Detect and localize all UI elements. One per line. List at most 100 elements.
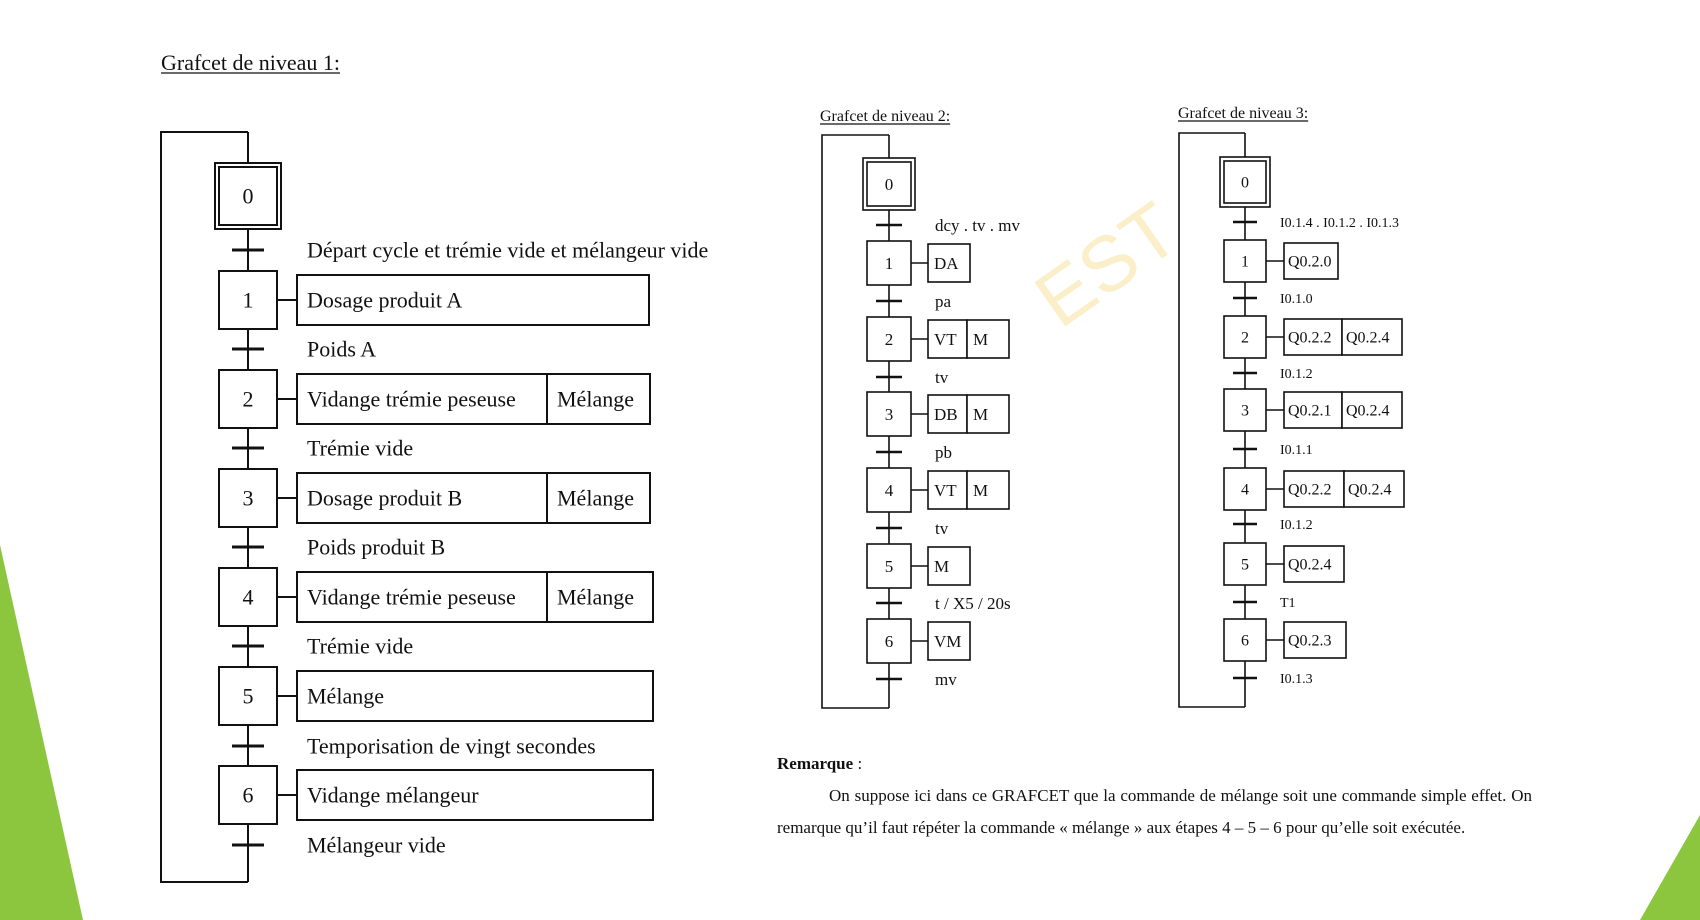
remark-text: On suppose ici dans ce GRAFCET que la co…	[777, 786, 1532, 837]
l1-step-number: 4	[243, 585, 254, 610]
l3-step-number: 1	[1241, 254, 1249, 271]
l2-action-box	[966, 319, 1010, 359]
l1-action-label: Mélange	[557, 387, 634, 412]
l2-action-label: VT	[934, 481, 957, 500]
l1-action-label: Mélange	[307, 684, 384, 709]
l2-action-box	[966, 470, 1010, 510]
l1-action-label: Mélange	[557, 585, 634, 610]
l3-step-number: 6	[1241, 633, 1249, 650]
l2-step-number: 0	[885, 175, 894, 194]
l2-action-box	[927, 243, 971, 283]
l2-action-label: M	[973, 405, 988, 424]
l3-action-label: Q0.2.2	[1288, 482, 1332, 499]
l1-transition-label: Trémie vide	[307, 436, 413, 461]
green-corner-left	[0, 545, 83, 920]
l2-transition-label: pb	[935, 443, 952, 462]
l3-step-number: 3	[1241, 403, 1249, 420]
green-corner-right	[1640, 815, 1700, 920]
l1-transition-label: Temporisation de vingt secondes	[307, 734, 596, 759]
l3-action-box	[1341, 391, 1403, 429]
l2-step-box	[866, 467, 912, 513]
l1-step-number: 1	[243, 288, 254, 313]
l1-step-box	[218, 270, 278, 330]
l3-transition-label: T1	[1280, 596, 1296, 611]
l3-step-number: 0	[1241, 175, 1249, 192]
l1-action-label: Vidange mélangeur	[307, 783, 479, 808]
l3-step-number: 4	[1241, 482, 1249, 499]
l1-action-label: Dosage produit A	[307, 288, 462, 313]
l2-step-number: 6	[885, 632, 894, 651]
l1-action-label: Dosage produit B	[307, 486, 462, 511]
l2-step-box	[866, 543, 912, 589]
l3-transition-label: I0.1.2	[1280, 367, 1313, 382]
l3-title: Grafcet de niveau 3:	[1178, 105, 1308, 122]
l2-step-number: 3	[885, 405, 894, 424]
l1-step-number: 3	[243, 486, 254, 511]
l1-step-number: 0	[243, 184, 254, 209]
l1-action-box	[296, 274, 650, 326]
l2-step-number: 2	[885, 330, 894, 349]
l2-transition-label: t / X5 / 20s	[935, 594, 1011, 613]
l1-action-box	[546, 571, 654, 623]
l2-transition-label: tv	[935, 519, 949, 538]
l3-transition-label: I0.1.0	[1280, 292, 1313, 307]
l2-action-label: DA	[934, 254, 959, 273]
l1-action-box	[296, 769, 654, 821]
l3-action-label: Q0.2.0	[1288, 254, 1332, 271]
l1-title: Grafcet de niveau 1:	[161, 50, 340, 75]
l3-action-box	[1283, 318, 1343, 356]
l1-action-label: Vidange trémie peseuse	[307, 585, 516, 610]
l3-action-label: Q0.2.3	[1288, 633, 1332, 650]
l3-action-box	[1283, 391, 1343, 429]
watermark: EST	[1019, 185, 1194, 344]
l3-transition-label: I0.1.4 . I0.1.2 . I0.1.3	[1280, 216, 1399, 231]
l3-action-label: Q0.2.4	[1288, 557, 1332, 574]
l2-action-box	[966, 394, 1010, 434]
l3-return-loop	[1178, 132, 1245, 708]
l1-action-label: Vidange trémie peseuse	[307, 387, 516, 412]
l2-step-box	[866, 161, 912, 207]
l1-action-label: Mélange	[557, 486, 634, 511]
l3-transition-label: I0.1.1	[1280, 443, 1313, 458]
l3-action-label: Q0.2.4	[1346, 403, 1390, 420]
l3-step-box	[1223, 467, 1267, 511]
l1-transition-label: Poids A	[307, 337, 376, 362]
l2-action-box	[927, 546, 971, 586]
remark-title: Remarque	[777, 754, 854, 773]
l3-step-box	[1223, 618, 1267, 662]
l2-step-box	[866, 240, 912, 286]
l3-action-box	[1283, 545, 1345, 583]
l2-action-box	[927, 394, 968, 434]
l3-action-box	[1341, 318, 1403, 356]
l3-action-box	[1343, 470, 1405, 508]
l3-transition-label: I0.1.2	[1280, 518, 1313, 533]
l2-transition-label: pa	[935, 292, 952, 311]
l2-action-label: VM	[934, 632, 961, 651]
l2-transition-label: tv	[935, 368, 949, 387]
l3-step-box	[1223, 388, 1267, 432]
l3-action-box	[1283, 242, 1339, 280]
l2-transition-label: dcy . tv . mv	[935, 216, 1020, 235]
l2-title: Grafcet de niveau 2:	[820, 108, 950, 125]
l2-action-box	[927, 621, 971, 661]
l1-step-number: 6	[243, 783, 254, 808]
l3-step-box	[1223, 542, 1267, 586]
l3-step-box	[1223, 160, 1267, 204]
l2-action-label: VT	[934, 330, 957, 349]
l2-action-label: M	[934, 557, 949, 576]
l3-action-label: Q0.2.4	[1346, 330, 1390, 347]
l3-action-label: Q0.2.2	[1288, 330, 1332, 347]
l2-step-number: 4	[885, 481, 894, 500]
remark-title-suffix: :	[853, 754, 863, 773]
l2-action-label: M	[973, 481, 988, 500]
remark-block: Remarque : On suppose ici dans ce GRAFCE…	[777, 748, 1532, 844]
l1-action-box	[296, 373, 548, 425]
l1-action-box	[546, 472, 651, 524]
l1-step-box	[218, 765, 278, 825]
l3-action-label: Q0.2.4	[1348, 482, 1392, 499]
l1-step-number: 2	[243, 387, 254, 412]
l1-transition-label: Poids produit B	[307, 535, 445, 560]
